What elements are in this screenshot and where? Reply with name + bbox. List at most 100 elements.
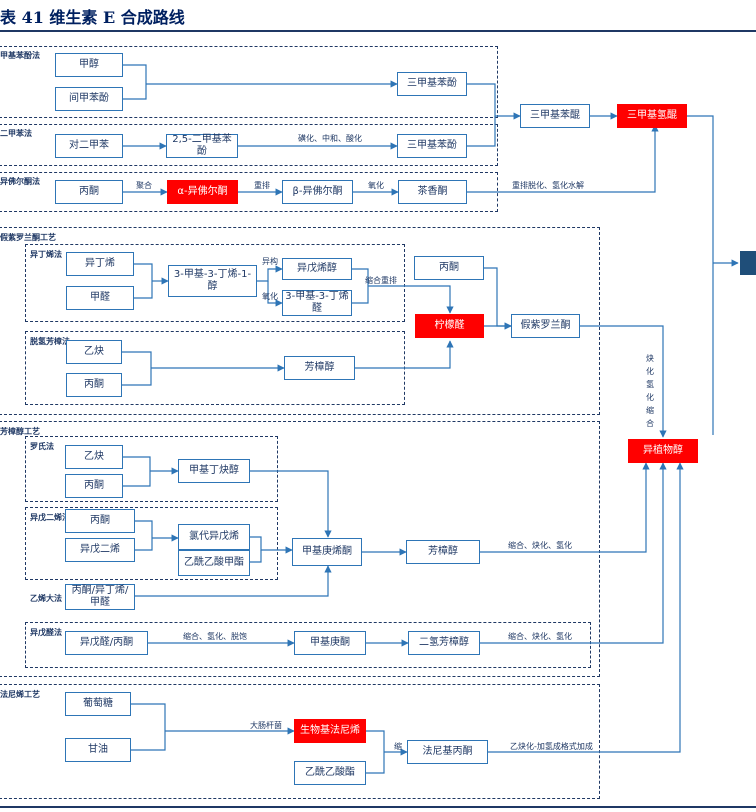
connector [257, 265, 283, 282]
connector [352, 268, 369, 286]
connector [366, 752, 385, 774]
group-label-methylphenol: 甲基苯酚法 [0, 51, 40, 60]
group-label-linalool: 芳樟醇工艺 [0, 427, 40, 436]
node-trimethylphenol-top: 三甲基苯酚 [397, 72, 467, 96]
node-trimethylphenol-mid: 三甲基苯酚 [397, 134, 467, 158]
node-isobutene: 异丁烯 [66, 252, 134, 276]
group-label-isophorone: 异佛尔酮法 [0, 177, 40, 186]
edge-label-polymerization: 聚合 [136, 181, 152, 190]
title-divider [0, 30, 756, 32]
edge-label-condensation: 缩 [394, 742, 402, 751]
node-trimethylbenzoquinone: 三甲基苯醌 [520, 104, 590, 128]
node-methylheptenone: 甲基庚烯酮 [292, 538, 362, 566]
group-pseudoionone [0, 227, 600, 415]
connector [123, 456, 151, 471]
group-label-isobutene: 异丁烯法 [30, 250, 62, 259]
connector [135, 520, 153, 538]
connector [134, 281, 153, 299]
edge-label-rearrangement: 重排 [254, 181, 270, 190]
connector [131, 703, 166, 731]
edge-label-e-coli: 大肠杆菌 [250, 721, 282, 730]
edge-label-condensation-rearrangement: 缩合重排 [365, 276, 397, 285]
node-isoprene: 异戊二烯 [65, 538, 135, 562]
group-label-roche: 罗氏法 [30, 442, 54, 451]
connector [366, 730, 385, 752]
node-prenyl-chloride: 氯代异戊烯 [178, 524, 250, 550]
edge-label-alkynylation-hydrogenation: 炔化 氢化 缩合 [646, 354, 654, 428]
group-isobutene [25, 244, 405, 322]
group-label-pseudoionone: 假紫罗兰酮工艺 [0, 233, 56, 242]
connector [467, 83, 521, 120]
node-acetone-2: 丙酮 [414, 256, 484, 280]
node-ethyl-acetoacetate: 乙酰乙酸甲酯 [178, 550, 250, 576]
connector [123, 84, 147, 100]
connector [687, 115, 714, 435]
node-trimethylhydroquinone: 三甲基氢醌 [617, 104, 687, 128]
node-alpha-isophorone: α-异佛尔酮 [167, 180, 238, 204]
node-acetylene-2: 乙炔 [65, 445, 123, 469]
node-methylbutynol: 甲基丁炔醇 [178, 459, 250, 483]
connector [122, 368, 152, 386]
connector [467, 124, 659, 193]
group-isovaleraldehyde [25, 622, 591, 668]
edge-label-oxidation: 氧化 [368, 181, 384, 190]
node-xylenol: 2,5-二甲基苯酚 [166, 134, 238, 158]
connector [467, 116, 496, 147]
connector [123, 471, 151, 487]
bottom-divider [0, 806, 756, 808]
node-acetone-3: 丙酮 [66, 373, 122, 397]
node-ethyl-acetoacetate-2: 乙酰乙酸酯 [294, 761, 366, 785]
node-farnesylacetone: 法尼基丙酮 [407, 740, 488, 764]
node-glucose: 葡萄糖 [65, 692, 131, 716]
node-methylbutenol: 3-甲基-3-丁烯-1-醇 [168, 265, 257, 297]
connector [250, 550, 262, 563]
node-acetone-5: 丙酮 [65, 509, 135, 533]
node-isophytol: 异植物醇 [628, 439, 698, 463]
group-label-farnesene: 法尼烯工艺 [0, 690, 40, 699]
connector [355, 340, 454, 369]
connector [250, 536, 293, 554]
node-formaldehyde: 甲醛 [66, 286, 134, 310]
node-vitamin-e-edge [740, 251, 756, 275]
node-acetylene-1: 乙炔 [66, 340, 122, 364]
connector [480, 462, 667, 644]
edge-label-isomerization: 异构 [262, 257, 278, 266]
group-label-isovaleraldehyde: 异戊醛法 [30, 628, 62, 637]
node-dihydrolinalool: 二氢芳樟醇 [408, 631, 480, 655]
node-pseudoionone: 假紫罗兰酮 [511, 314, 580, 338]
connector [368, 285, 454, 314]
group-label-isoprene: 异戊二烯法 [30, 513, 70, 522]
node-ketoisophorone: 茶香酮 [398, 180, 467, 204]
node-glycerol: 甘油 [65, 738, 131, 762]
node-isovaleraldehyde: 异戊醛/丙酮 [65, 631, 148, 655]
group-label-dehydrolinalool: 脱氢芳樟法 [30, 337, 70, 346]
node-citral: 柠檬醛 [415, 314, 484, 338]
group-xylene [0, 124, 498, 166]
connector [123, 64, 147, 84]
node-dehydrolinalool: 芳樟醇 [284, 356, 355, 380]
group-isoprene [25, 507, 278, 580]
connector [131, 731, 166, 751]
connector [135, 538, 153, 551]
edge-label-rearrangement-hydrolysis: 重排脱化、氢化水解 [512, 181, 584, 190]
edge-label-oxidation-2: 氧化 [262, 292, 278, 301]
node-m-cresol: 间甲苯酚 [55, 87, 123, 111]
node-beta-isophorone: β-异佛尔酮 [282, 180, 353, 204]
connector [122, 351, 152, 368]
edge-label-dihydrolinalool-route: 缩合、炔化、氢化 [508, 632, 572, 641]
group-label-ethylene: 乙烯大法 [30, 594, 62, 603]
connector [484, 267, 512, 330]
connector [134, 263, 153, 281]
page-title: 表 41 维生素 E 合成路线 [0, 8, 185, 27]
edge-label-sulfonation: 磺化、中和、酸化 [298, 134, 362, 143]
connector [250, 470, 332, 538]
edge-label-methylheptanone-route: 缩合、氢化、脱饱 [183, 632, 247, 641]
connector [488, 462, 684, 753]
node-prenol: 异戊烯醇 [282, 258, 352, 280]
edge-label-linalool-route: 缩合、炔化、氢化 [508, 541, 572, 550]
group-methylphenol [0, 46, 498, 118]
node-acetone-isobutene-formaldehyde: 丙酮/异丁烯/甲醛 [65, 584, 135, 610]
node-methanol: 甲醇 [55, 53, 123, 77]
connector [480, 462, 650, 553]
